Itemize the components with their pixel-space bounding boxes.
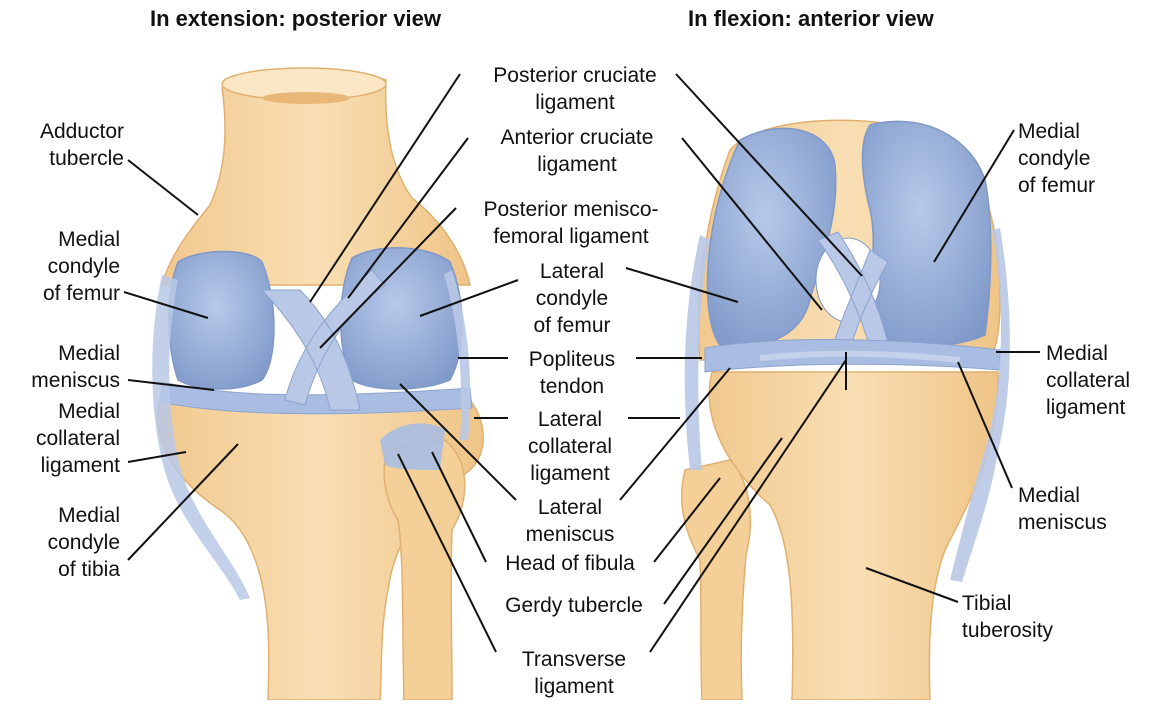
left-medial-condyle (169, 252, 274, 390)
label-head-of-fibula: Head of fibula (486, 550, 654, 577)
left-knee-posterior (152, 68, 483, 700)
label-posterior-meniscofemoral: Posterior menisco-femoral ligament (460, 196, 682, 250)
right-knee-anterior (682, 120, 1010, 700)
left-lateral-condyle (341, 248, 462, 389)
leader-adductor-tubercle (128, 160, 198, 215)
label-gerdy-tubercle: Gerdy tubercle (486, 592, 662, 619)
left-fibula (384, 440, 465, 700)
right-tibia (709, 372, 998, 700)
left-femur-marrow (262, 92, 350, 104)
left-view-title: In extension: posterior view (150, 6, 441, 32)
right-view-title: In flexion: anterior view (688, 6, 934, 32)
right-medial-condyle (863, 121, 991, 346)
